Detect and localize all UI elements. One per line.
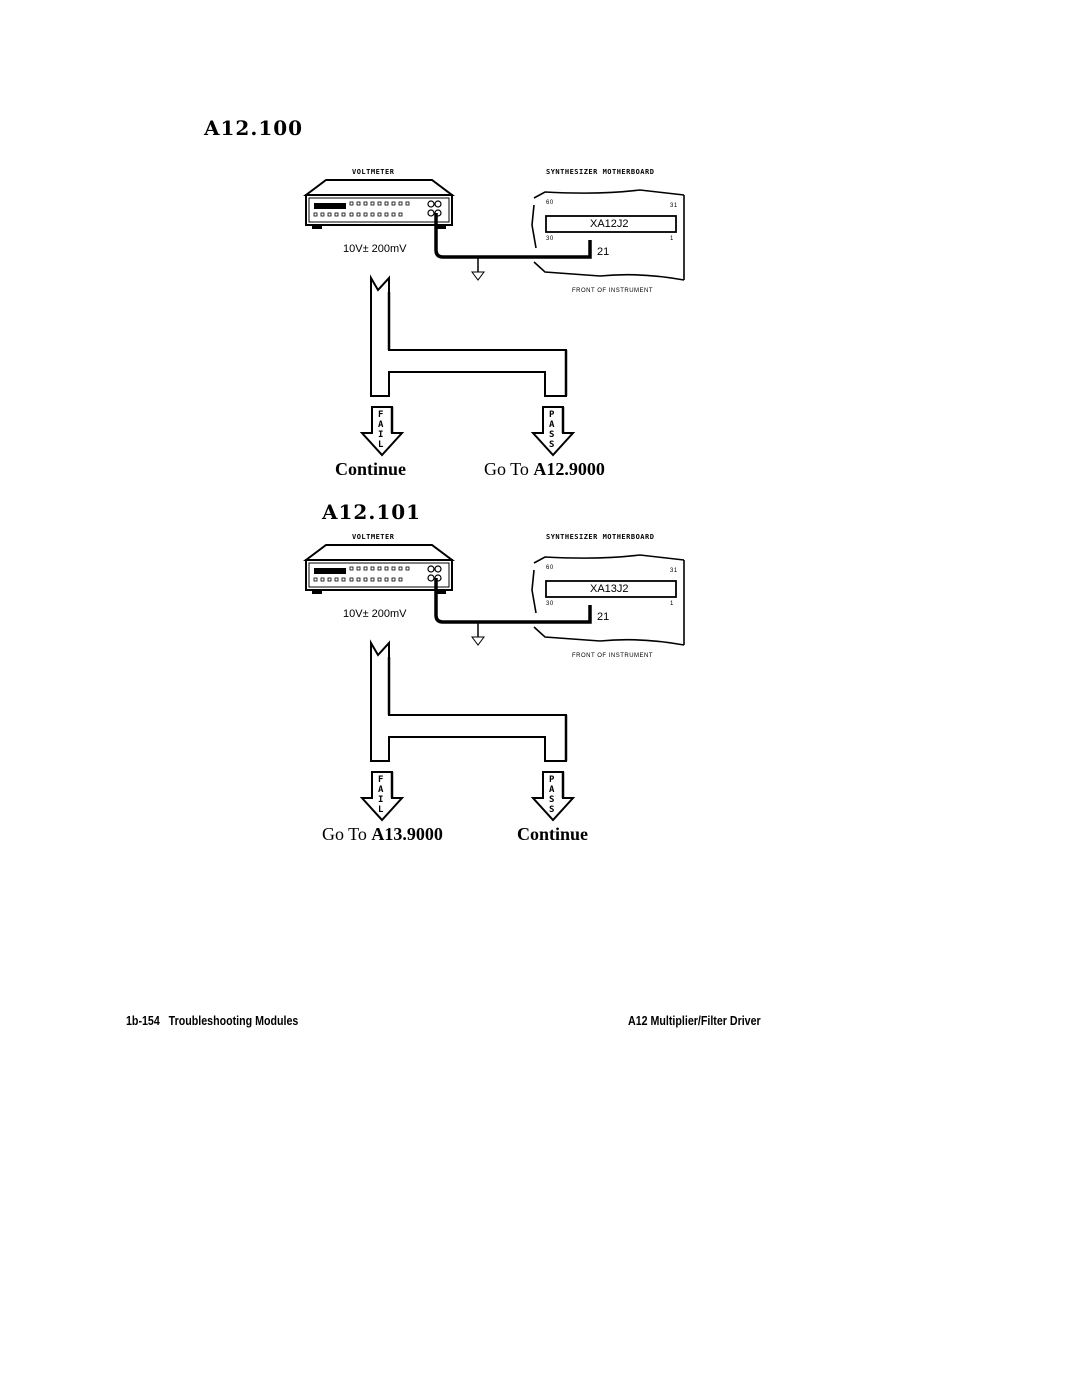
fail-outcome[interactable]: Continue (335, 459, 407, 479)
voltmeter-label: VOLTMETER (352, 533, 395, 541)
footer-left: 1b-154 Troubleshooting Modules (126, 1013, 299, 1028)
step-title: A12.100 (204, 116, 304, 140)
probe-pin-label: 21 (597, 611, 610, 623)
motherboard-outline (531, 189, 685, 281)
connector-outline (545, 580, 677, 598)
pin-label: 60 (546, 565, 554, 571)
reading-label: 10V± 200mV (343, 608, 407, 620)
reading-label: 10V± 200mV (343, 243, 407, 255)
connector-outline (545, 215, 677, 233)
pin-label: 31 (670, 568, 678, 574)
motherboard-outline (531, 554, 685, 646)
pin-label: 1 (670, 601, 674, 607)
voltmeter-icon (303, 179, 455, 229)
pass-outcome[interactable]: Go To A12.9000 (484, 459, 605, 479)
pin-label: 60 (546, 200, 554, 206)
step-title: A12.101 (322, 500, 422, 524)
board-label: SYNTHESIZER MOTHERBOARD (546, 168, 655, 176)
diagram-step-1 (0, 0, 1080, 500)
connector-label: XA12J2 (590, 218, 629, 230)
voltmeter-label: VOLTMETER (352, 168, 395, 176)
front-label: FRONT OF INSTRUMENT (572, 288, 654, 294)
pin-label: 30 (546, 236, 554, 242)
flow-arrows-step-2 (0, 365, 1080, 865)
footer-right: A12 Multiplier/Filter Driver (628, 1013, 761, 1028)
front-label: FRONT OF INSTRUMENT (572, 653, 654, 659)
connector-label: XA13J2 (590, 583, 629, 595)
pin-label: 31 (670, 203, 678, 209)
flow-arrows-step-1 (0, 0, 1080, 500)
fail-outcome[interactable]: Go To A13.9000 (322, 824, 443, 844)
pin-label: 1 (670, 236, 674, 242)
voltmeter-icon (303, 544, 455, 594)
board-label: SYNTHESIZER MOTHERBOARD (546, 533, 655, 541)
diagram-step-2 (0, 365, 1080, 865)
pass-outcome[interactable]: Continue (517, 824, 589, 844)
probe-pin-label: 21 (597, 246, 610, 258)
pin-label: 30 (546, 601, 554, 607)
